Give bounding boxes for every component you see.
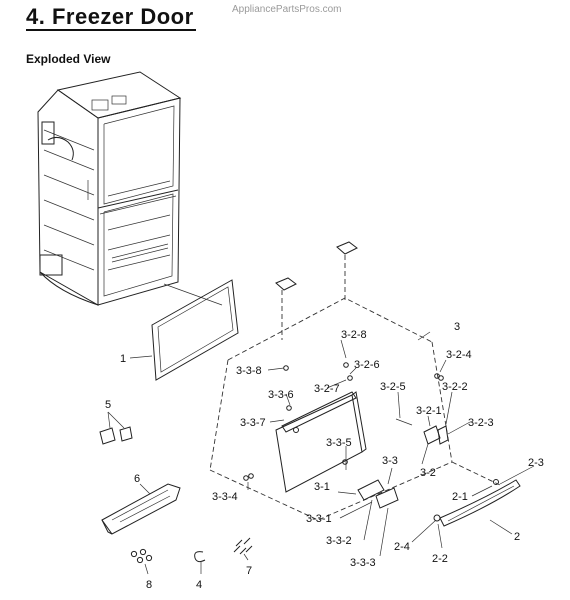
callout-3: 3 <box>454 321 460 333</box>
hinge-pin-drawing <box>99 426 133 445</box>
callout-2: 2 <box>514 531 520 543</box>
callout-3-3-8: 3-3-8 <box>236 365 262 377</box>
callout-3-2-2: 3-2-2 <box>442 381 468 393</box>
clip-drawing <box>194 551 206 563</box>
callout-3-2-6: 3-2-6 <box>354 359 380 371</box>
callout-3-3-2: 3-3-2 <box>326 535 352 547</box>
callout-2-2: 2-2 <box>432 553 448 565</box>
assembly-outline <box>209 255 501 521</box>
handle-drawing <box>433 479 521 527</box>
callout-3-3-5: 3-3-5 <box>326 437 352 449</box>
callout-3-2-4: 3-2-4 <box>446 349 472 361</box>
callout-2-3: 2-3 <box>528 457 544 469</box>
bin-drawing <box>101 483 181 535</box>
callout-3-2: 3-2 <box>420 467 436 479</box>
callout-3-1: 3-1 <box>314 481 330 493</box>
callout-3-3-1: 3-3-1 <box>306 513 332 525</box>
door-panel-drawing <box>275 391 367 493</box>
callout-3-2-8: 3-2-8 <box>341 329 367 341</box>
callout-3-2-7: 3-2-7 <box>314 383 340 395</box>
callout-3-3-4: 3-3-4 <box>212 491 238 503</box>
watermark: AppliancePartsPros.com <box>232 4 342 15</box>
title-underline <box>26 29 196 31</box>
callout-1: 1 <box>120 353 126 365</box>
screw-set-drawing <box>233 537 253 555</box>
callout-5: 5 <box>105 399 111 411</box>
callout-7: 7 <box>246 565 252 577</box>
section-subtitle: Exploded View <box>26 52 111 66</box>
callout-2-1: 2-1 <box>452 491 468 503</box>
bracket-drawings <box>243 362 449 509</box>
gasket-drawing <box>151 279 239 381</box>
callout-3-3: 3-3 <box>382 455 398 467</box>
callout-3-2-1: 3-2-1 <box>416 405 442 417</box>
callout-3-3-7: 3-3-7 <box>240 417 266 429</box>
callout-6: 6 <box>134 473 140 485</box>
callout-3-3-6: 3-3-6 <box>268 389 294 401</box>
callout-3-2-3: 3-2-3 <box>468 417 494 429</box>
callout-2-4: 2-4 <box>394 541 410 553</box>
cabinet-drawing <box>37 71 223 306</box>
callout-8: 8 <box>146 579 152 591</box>
leader-lines <box>107 331 535 575</box>
callout-4: 4 <box>196 579 202 591</box>
screw-drawings <box>130 548 153 564</box>
page-title: 4. Freezer Door <box>26 4 194 29</box>
callout-3-2-5: 3-2-5 <box>380 381 406 393</box>
pad-drawings <box>275 241 358 291</box>
callout-3-3-3: 3-3-3 <box>350 557 376 569</box>
